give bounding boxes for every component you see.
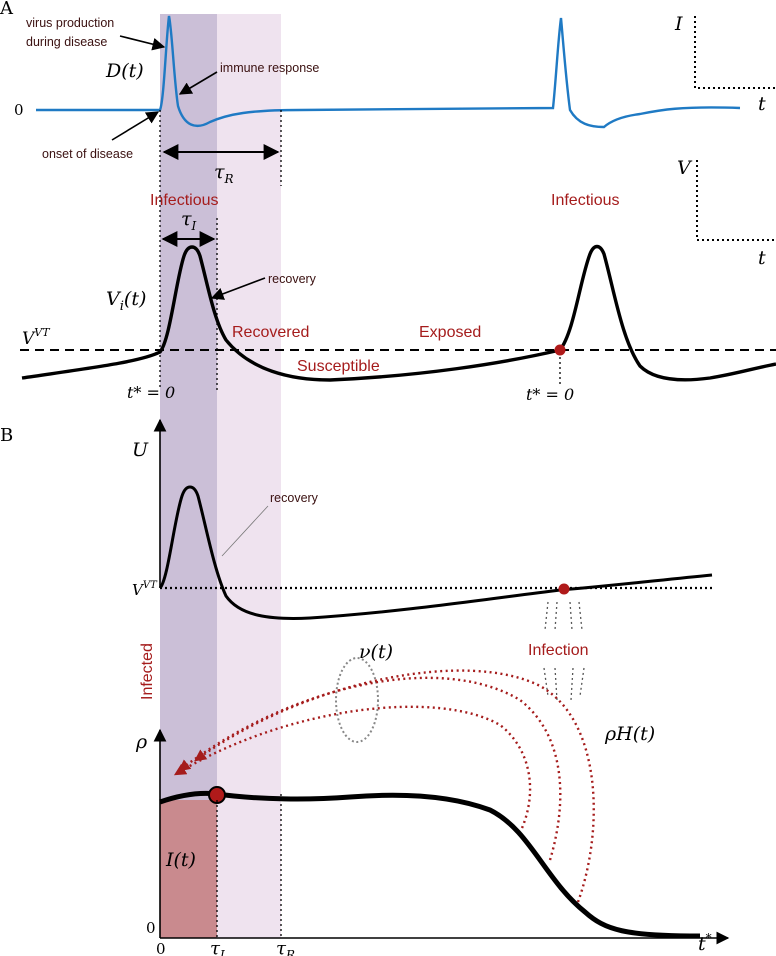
- inset-i-step: [694, 16, 776, 89]
- tstar-label-left: t* = 0: [127, 383, 175, 402]
- tau-i-axis-label: τI: [210, 938, 225, 956]
- inset-i-ylabel: I: [674, 13, 683, 35]
- tau-i-axis-label-subscript: I: [219, 948, 225, 956]
- zero-y-label: 0: [146, 919, 156, 937]
- tau-r-axis-label-subscript: R: [285, 948, 295, 956]
- vi-arg: (t): [124, 288, 146, 310]
- i-of-t-label: I(t): [165, 849, 196, 871]
- u-label: U: [132, 439, 149, 461]
- vi-curve: [21, 244, 776, 382]
- onset-label: onset of disease: [42, 147, 133, 161]
- infection-point-b: [558, 583, 570, 595]
- tau-i-label-base: τ: [181, 208, 192, 230]
- infectious-label-left: Infectious: [150, 192, 218, 209]
- immune-response-label: immune response: [220, 61, 319, 75]
- infectious-band: [160, 14, 217, 938]
- d-of-t-label: D(t): [105, 60, 144, 82]
- inset-i: I t: [674, 13, 776, 115]
- vt-label-a: VVT: [22, 326, 51, 349]
- virus-production-curve: [36, 15, 741, 129]
- vi-subscript: i: [120, 299, 124, 314]
- flow-arrows: [173, 669, 595, 903]
- virus-production-label-1: virus production: [26, 16, 114, 30]
- recovery-label-a: recovery: [268, 272, 317, 286]
- infection-point-a: [554, 344, 566, 356]
- recovered-label: Recovered: [232, 324, 309, 341]
- inset-v: V t: [677, 157, 776, 269]
- inset-v-step: [696, 160, 776, 241]
- infection-funnel: [543, 601, 585, 701]
- zero-x-label: 0: [156, 940, 166, 956]
- recovery-label-b: recovery: [270, 491, 319, 505]
- tau-r-label-subscript: R: [224, 172, 234, 186]
- inset-v-ylabel: V: [677, 157, 693, 179]
- vt-label-b: VVT: [132, 580, 158, 599]
- vi-of-t-label: Vi(t): [106, 288, 146, 314]
- virus-production-label-2: during disease: [26, 35, 107, 49]
- tau-r-label-base: τ: [214, 161, 225, 183]
- inset-v-xlabel: t: [758, 247, 766, 269]
- vt-sup-a: VT: [34, 326, 51, 339]
- tau-r-axis-label: τR: [276, 938, 295, 956]
- inset-i-xlabel: t: [758, 93, 766, 115]
- rho-label: ρ: [135, 731, 148, 753]
- panel-a-zero-label: 0: [14, 101, 24, 119]
- nu-label: ν(t): [359, 641, 393, 663]
- tau-r-axis-label-base: τ: [276, 938, 287, 956]
- recovery-arrow-a: [210, 277, 266, 300]
- recovery-leader-b: [221, 505, 269, 557]
- infection-label: Infection: [528, 642, 588, 659]
- nu-ellipse: [335, 657, 379, 743]
- susceptible-label: Susceptible: [297, 358, 380, 375]
- panel-b-label: B: [0, 425, 13, 446]
- infected-area-fill: [160, 800, 217, 938]
- rho-h-label: ρH(t): [604, 723, 655, 745]
- immune-response-arrow: [178, 71, 218, 95]
- tstar-label-right: t* = 0: [526, 385, 574, 404]
- infectious-label-right: Infectious: [551, 192, 619, 209]
- exposed-label: Exposed: [419, 324, 481, 341]
- panel-a-label: A: [0, 0, 14, 19]
- tau-i-label: τI: [181, 208, 197, 233]
- onset-arrow: [111, 111, 160, 141]
- tau-r-label: τR: [214, 161, 234, 186]
- tau-i-label-subscript: I: [191, 219, 197, 233]
- vt-sup-b: VT: [143, 580, 158, 591]
- virus-production-arrow: [119, 35, 166, 51]
- tstar-axis-sup: *: [706, 931, 712, 945]
- infected-label: Infected: [139, 643, 156, 700]
- flow-arrow-1: [173, 705, 532, 829]
- tstar-axis-label: t*: [698, 931, 712, 955]
- tau-i-axis-label-base: τ: [210, 938, 221, 956]
- tau-i-point: [208, 786, 226, 804]
